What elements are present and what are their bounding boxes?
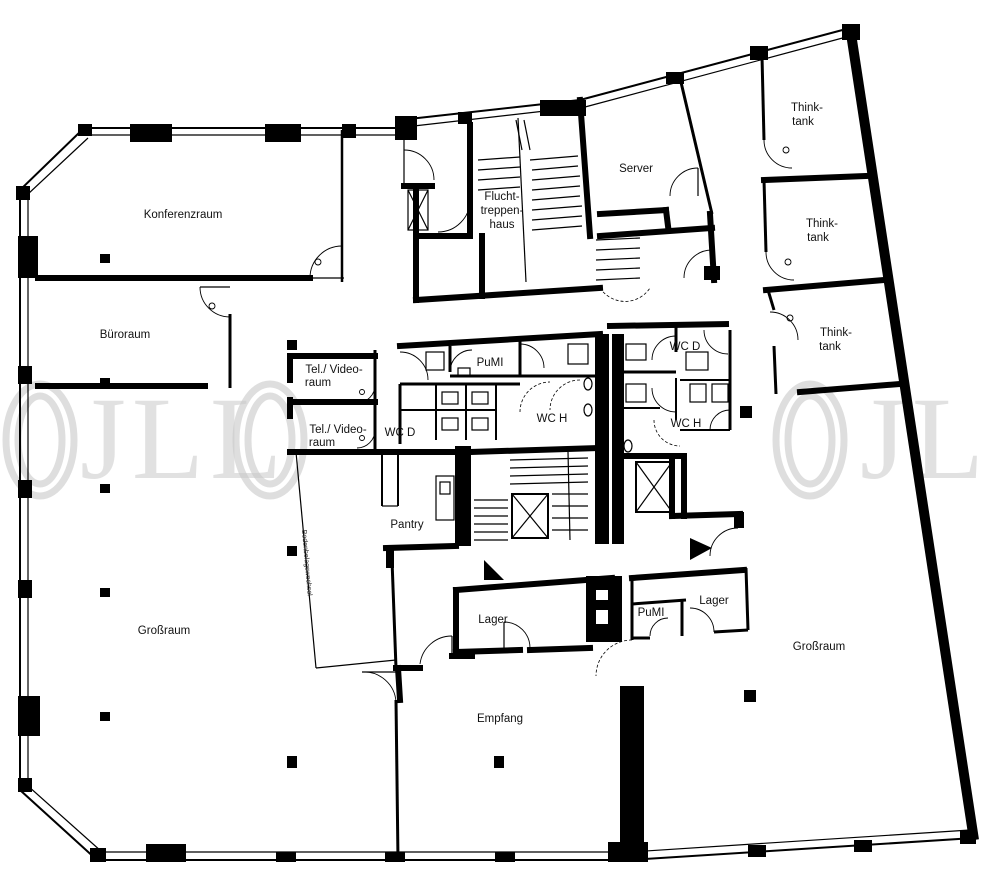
- label-thinktank-2-line1: Think-: [806, 218, 838, 230]
- room-labels: Konferenzraum Büroraum Tel./ Video- raum…: [100, 102, 852, 725]
- label-server: Server: [619, 163, 653, 175]
- label-pantry: Pantry: [390, 519, 423, 531]
- label-grossraum-left: Großraum: [138, 625, 190, 637]
- label-konferenzraum: Konferenzraum: [144, 209, 223, 221]
- label-tel-video-1-line1: Tel./ Video-: [305, 364, 362, 376]
- label-flucht-line2: treppen-: [481, 205, 524, 217]
- label-bodenbelagswechsel: Bodenbelagswechsel: [300, 530, 313, 597]
- label-tel-video-1-line2: raum: [305, 377, 331, 389]
- corridor-walls: [295, 451, 644, 861]
- label-wc-h-right: WC H: [671, 418, 702, 430]
- label-flucht-line3: haus: [490, 219, 515, 231]
- label-tel-video-2-line1: Tel./ Video-: [309, 424, 366, 436]
- think-tanks: [760, 55, 904, 396]
- label-bueroraum: Büroraum: [100, 329, 151, 341]
- columns: [100, 254, 756, 768]
- watermark-text-right: JLL: [860, 373, 991, 504]
- label-wc-h-center: WC H: [537, 413, 568, 425]
- stair-core: [401, 96, 651, 304]
- wet-core: [396, 320, 732, 544]
- lower-rooms: [452, 566, 750, 677]
- left-rooms: [35, 130, 463, 455]
- server-room: [596, 77, 720, 284]
- label-lager-left: Lager: [478, 614, 508, 626]
- label-thinktank-3-line2: tank: [819, 341, 841, 353]
- label-thinktank-1-line2: tank: [792, 116, 814, 128]
- outer-walls: [16, 24, 979, 862]
- label-wc-d-right: WC D: [670, 341, 701, 353]
- label-pumi-upper: PuMI: [477, 357, 504, 369]
- label-empfang: Empfang: [477, 713, 523, 725]
- label-wc-d-left: WC D: [385, 427, 416, 439]
- elevator-core: [455, 444, 744, 580]
- label-thinktank-1-line1: Think-: [791, 102, 823, 114]
- pantry: [381, 454, 460, 568]
- label-lager-right: Lager: [699, 595, 729, 607]
- label-flucht-line1: Flucht-: [484, 191, 519, 203]
- label-grossraum-right: Großraum: [793, 641, 845, 653]
- watermark: JLL JLL: [2, 373, 991, 504]
- label-pumi-lower: PuMI: [638, 607, 665, 619]
- label-thinktank-2-line2: tank: [807, 232, 829, 244]
- label-thinktank-3-line1: Think-: [820, 327, 852, 339]
- watermark-text-left: JLL: [80, 373, 288, 504]
- label-tel-video-2-line2: raum: [309, 437, 335, 449]
